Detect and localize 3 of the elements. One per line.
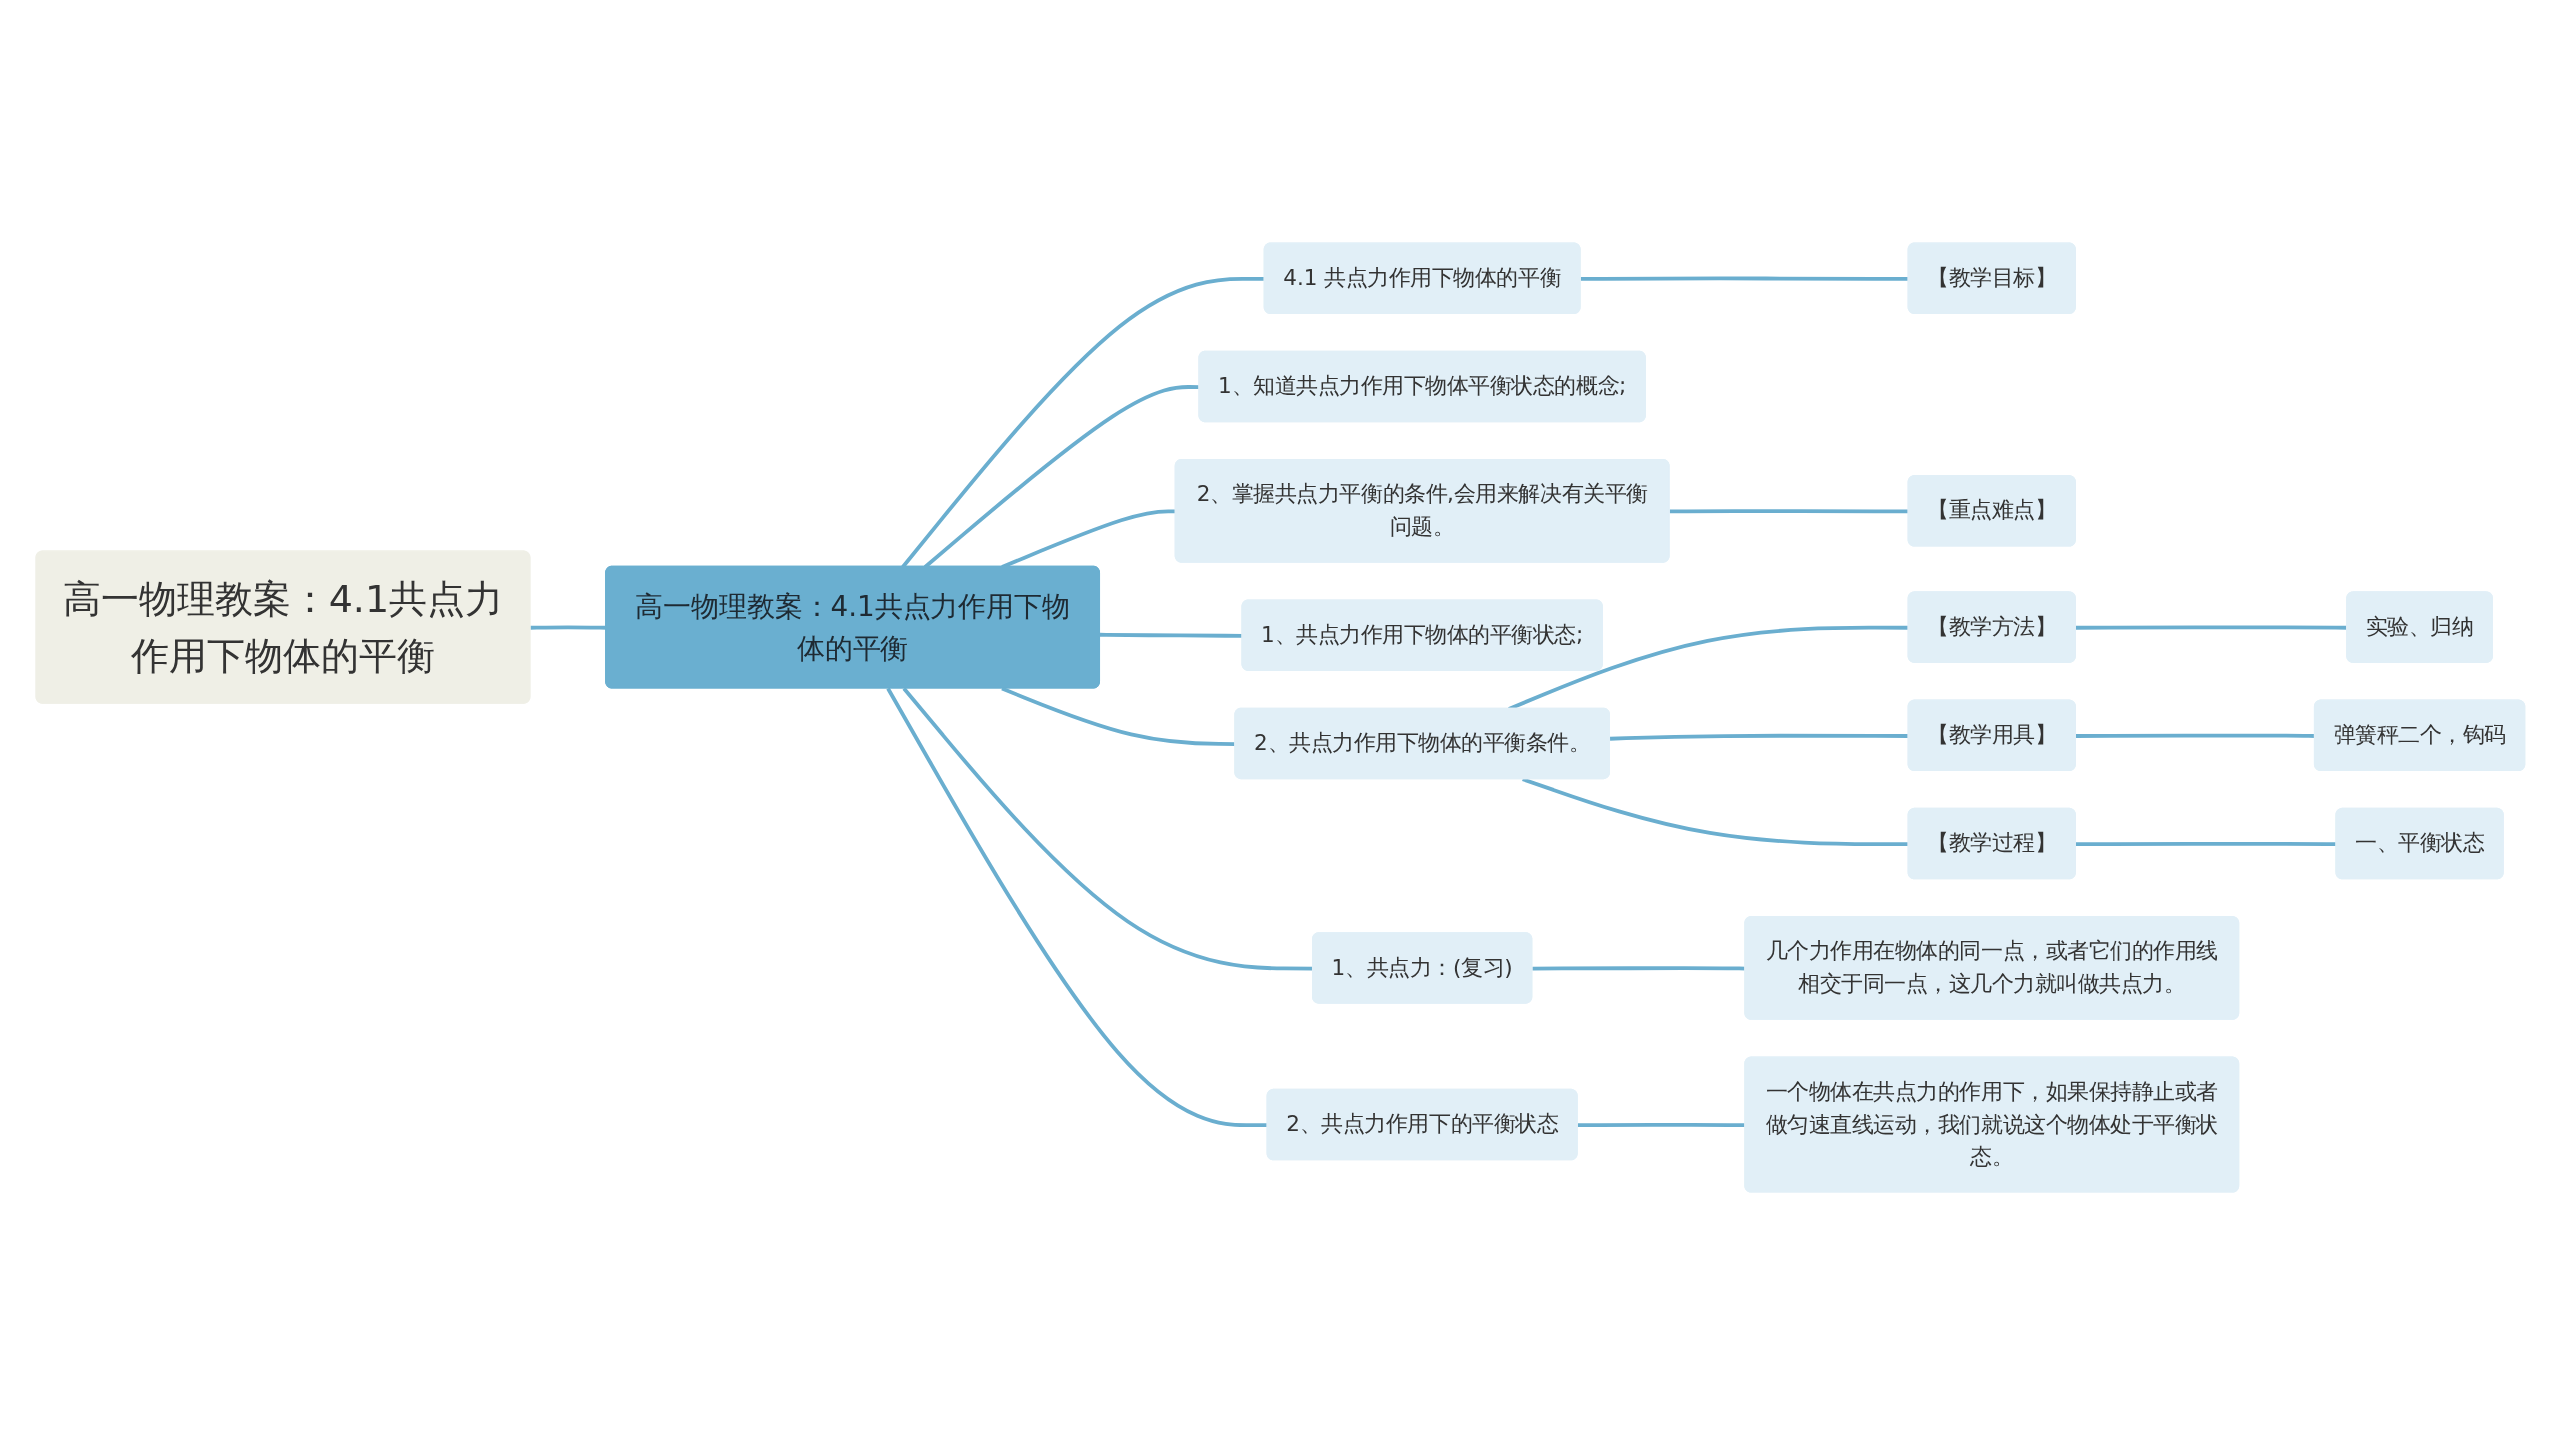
connector [2075,733,2315,738]
connector [902,687,1313,971]
connector [530,625,606,630]
